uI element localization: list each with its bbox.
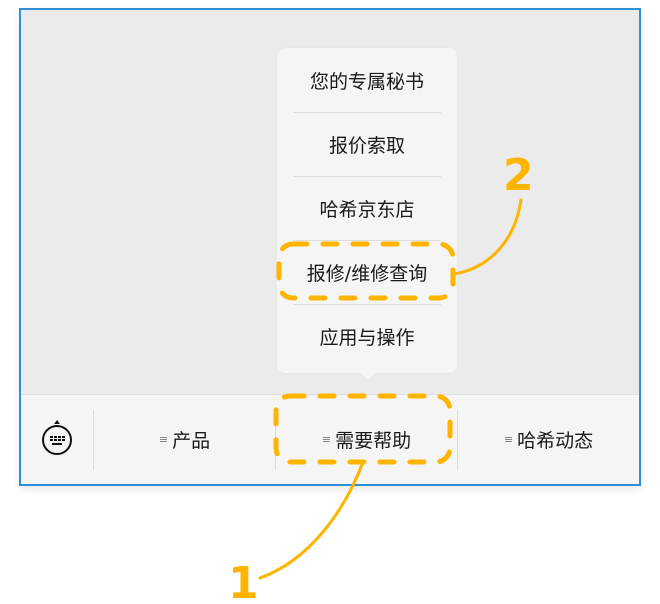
tab-label: 需要帮助 [335,430,412,452]
submenu-item-label: 报修/维修查询 [306,262,428,285]
bottom-menu-bar: ≡ 产品 ≡ 需要帮助 ≡ 哈希动态 [21,394,639,484]
tab-need-help[interactable]: ≡ 需要帮助 [276,395,457,484]
chat-window: 您的专属秘书 报价索取 哈希京东店 报修/维修查询 应用与操作 ≡ 产品 ≡ 需… [19,8,641,486]
menu-lines-icon: ≡ [503,433,514,446]
submenu-item-label: 报价索取 [328,134,405,157]
submenu-item-label: 哈希京东店 [319,198,415,221]
divider [93,409,94,470]
tab-label: 哈希动态 [517,430,594,452]
tab-hash-news[interactable]: ≡ 哈希动态 [458,395,639,484]
submenu-item-label: 应用与操作 [319,326,415,349]
submenu-popup: 您的专属秘书 报价索取 哈希京东店 报修/维修查询 应用与操作 [277,48,457,380]
keyboard-toggle-icon [42,419,72,455]
menu-lines-icon: ≡ [158,433,169,446]
keyboard-toggle-button[interactable] [21,395,93,484]
submenu-item-label: 您的专属秘书 [309,70,424,93]
divider [457,409,458,470]
submenu-item-secretary[interactable]: 您的专属秘书 [277,48,457,112]
submenu-item-jd-store[interactable]: 哈希京东店 [277,176,457,240]
step-number-1: 1 [228,558,259,604]
submenu-item-apps[interactable]: 应用与操作 [277,304,457,368]
tab-label: 产品 [172,430,211,452]
submenu-item-repair-query[interactable]: 报修/维修查询 [277,240,457,304]
menu-lines-icon: ≡ [321,433,332,446]
submenu-item-quote[interactable]: 报价索取 [277,112,457,176]
tab-products[interactable]: ≡ 产品 [94,395,275,484]
